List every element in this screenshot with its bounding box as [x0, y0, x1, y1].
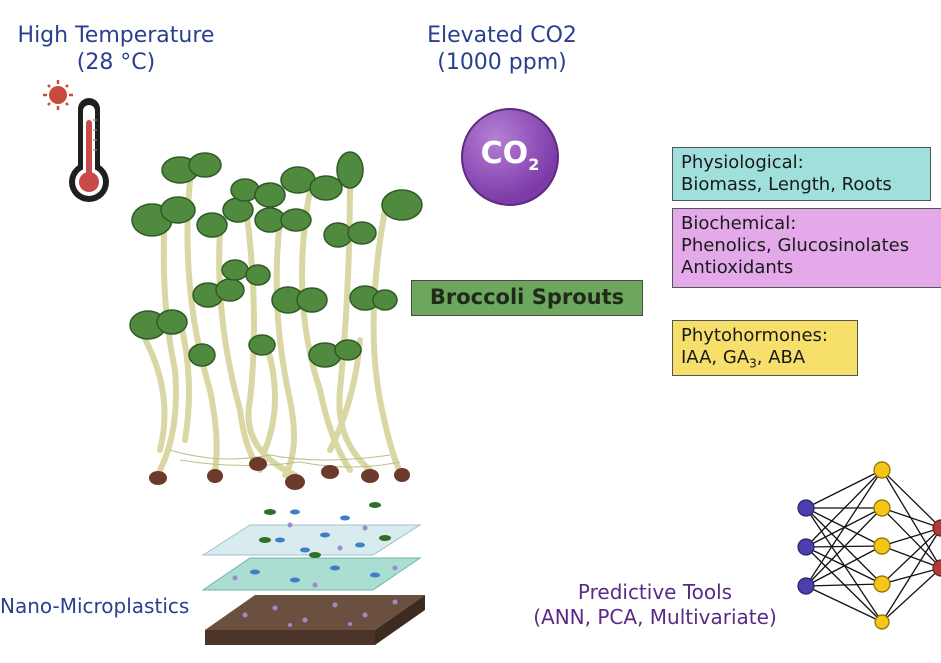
co2-title: Elevated CO2 (1000 ppm)	[392, 22, 612, 76]
physiological-box: Physiological: Biomass, Length, Roots	[672, 147, 931, 201]
temperature-title-line2: (28 °C)	[76, 50, 156, 75]
co2-symbol: CO	[480, 136, 529, 171]
broccoli-sprouts-illustration	[129, 151, 423, 490]
phytohormones-items: IAA, GA3, ABA	[681, 347, 849, 375]
temperature-title-line1: High Temperature	[17, 23, 215, 48]
thermometer-icon	[43, 80, 109, 202]
phytohormones-title: Phytohormones:	[681, 325, 828, 346]
biochemical-title: Biochemical:	[681, 213, 797, 234]
predictive-tools-title: Predictive Tools	[577, 580, 733, 604]
co2-icon: CO2	[461, 108, 559, 206]
phytohormones-items-sub: 3	[749, 356, 757, 371]
biochemical-items-1: Phenolics, Glucosinolates	[681, 235, 910, 256]
co2-title-line1: Elevated CO2	[427, 23, 577, 48]
phytohormones-items-b: , ABA	[756, 347, 806, 368]
nano-microplastics-label: Nano-Microplastics	[0, 594, 190, 618]
phytohormones-items-a: IAA, GA	[681, 347, 750, 368]
sun-icon	[43, 80, 73, 110]
co2-title-line2: (1000 ppm)	[437, 50, 567, 75]
biochemical-items-2: Antioxidants	[681, 257, 794, 278]
neural-network-icon	[797, 461, 941, 630]
predictive-tools-label: Predictive Tools (ANN, PCA, Multivariate…	[520, 580, 790, 630]
physiological-title: Physiological:	[681, 152, 804, 173]
phytohormones-box: Phytohormones: IAA, GA3, ABA	[672, 320, 858, 376]
predictive-tools-methods: (ANN, PCA, Multivariate)	[533, 605, 777, 629]
co2-subscript: 2	[528, 155, 540, 174]
microplastics-layers-illustration	[201, 502, 425, 645]
broccoli-sprouts-label: Broccoli Sprouts	[411, 280, 643, 316]
biochemical-box: Biochemical: Phenolics, Glucosinolates A…	[672, 208, 941, 288]
physiological-items: Biomass, Length, Roots	[681, 174, 892, 195]
temperature-title: High Temperature (28 °C)	[0, 22, 232, 76]
